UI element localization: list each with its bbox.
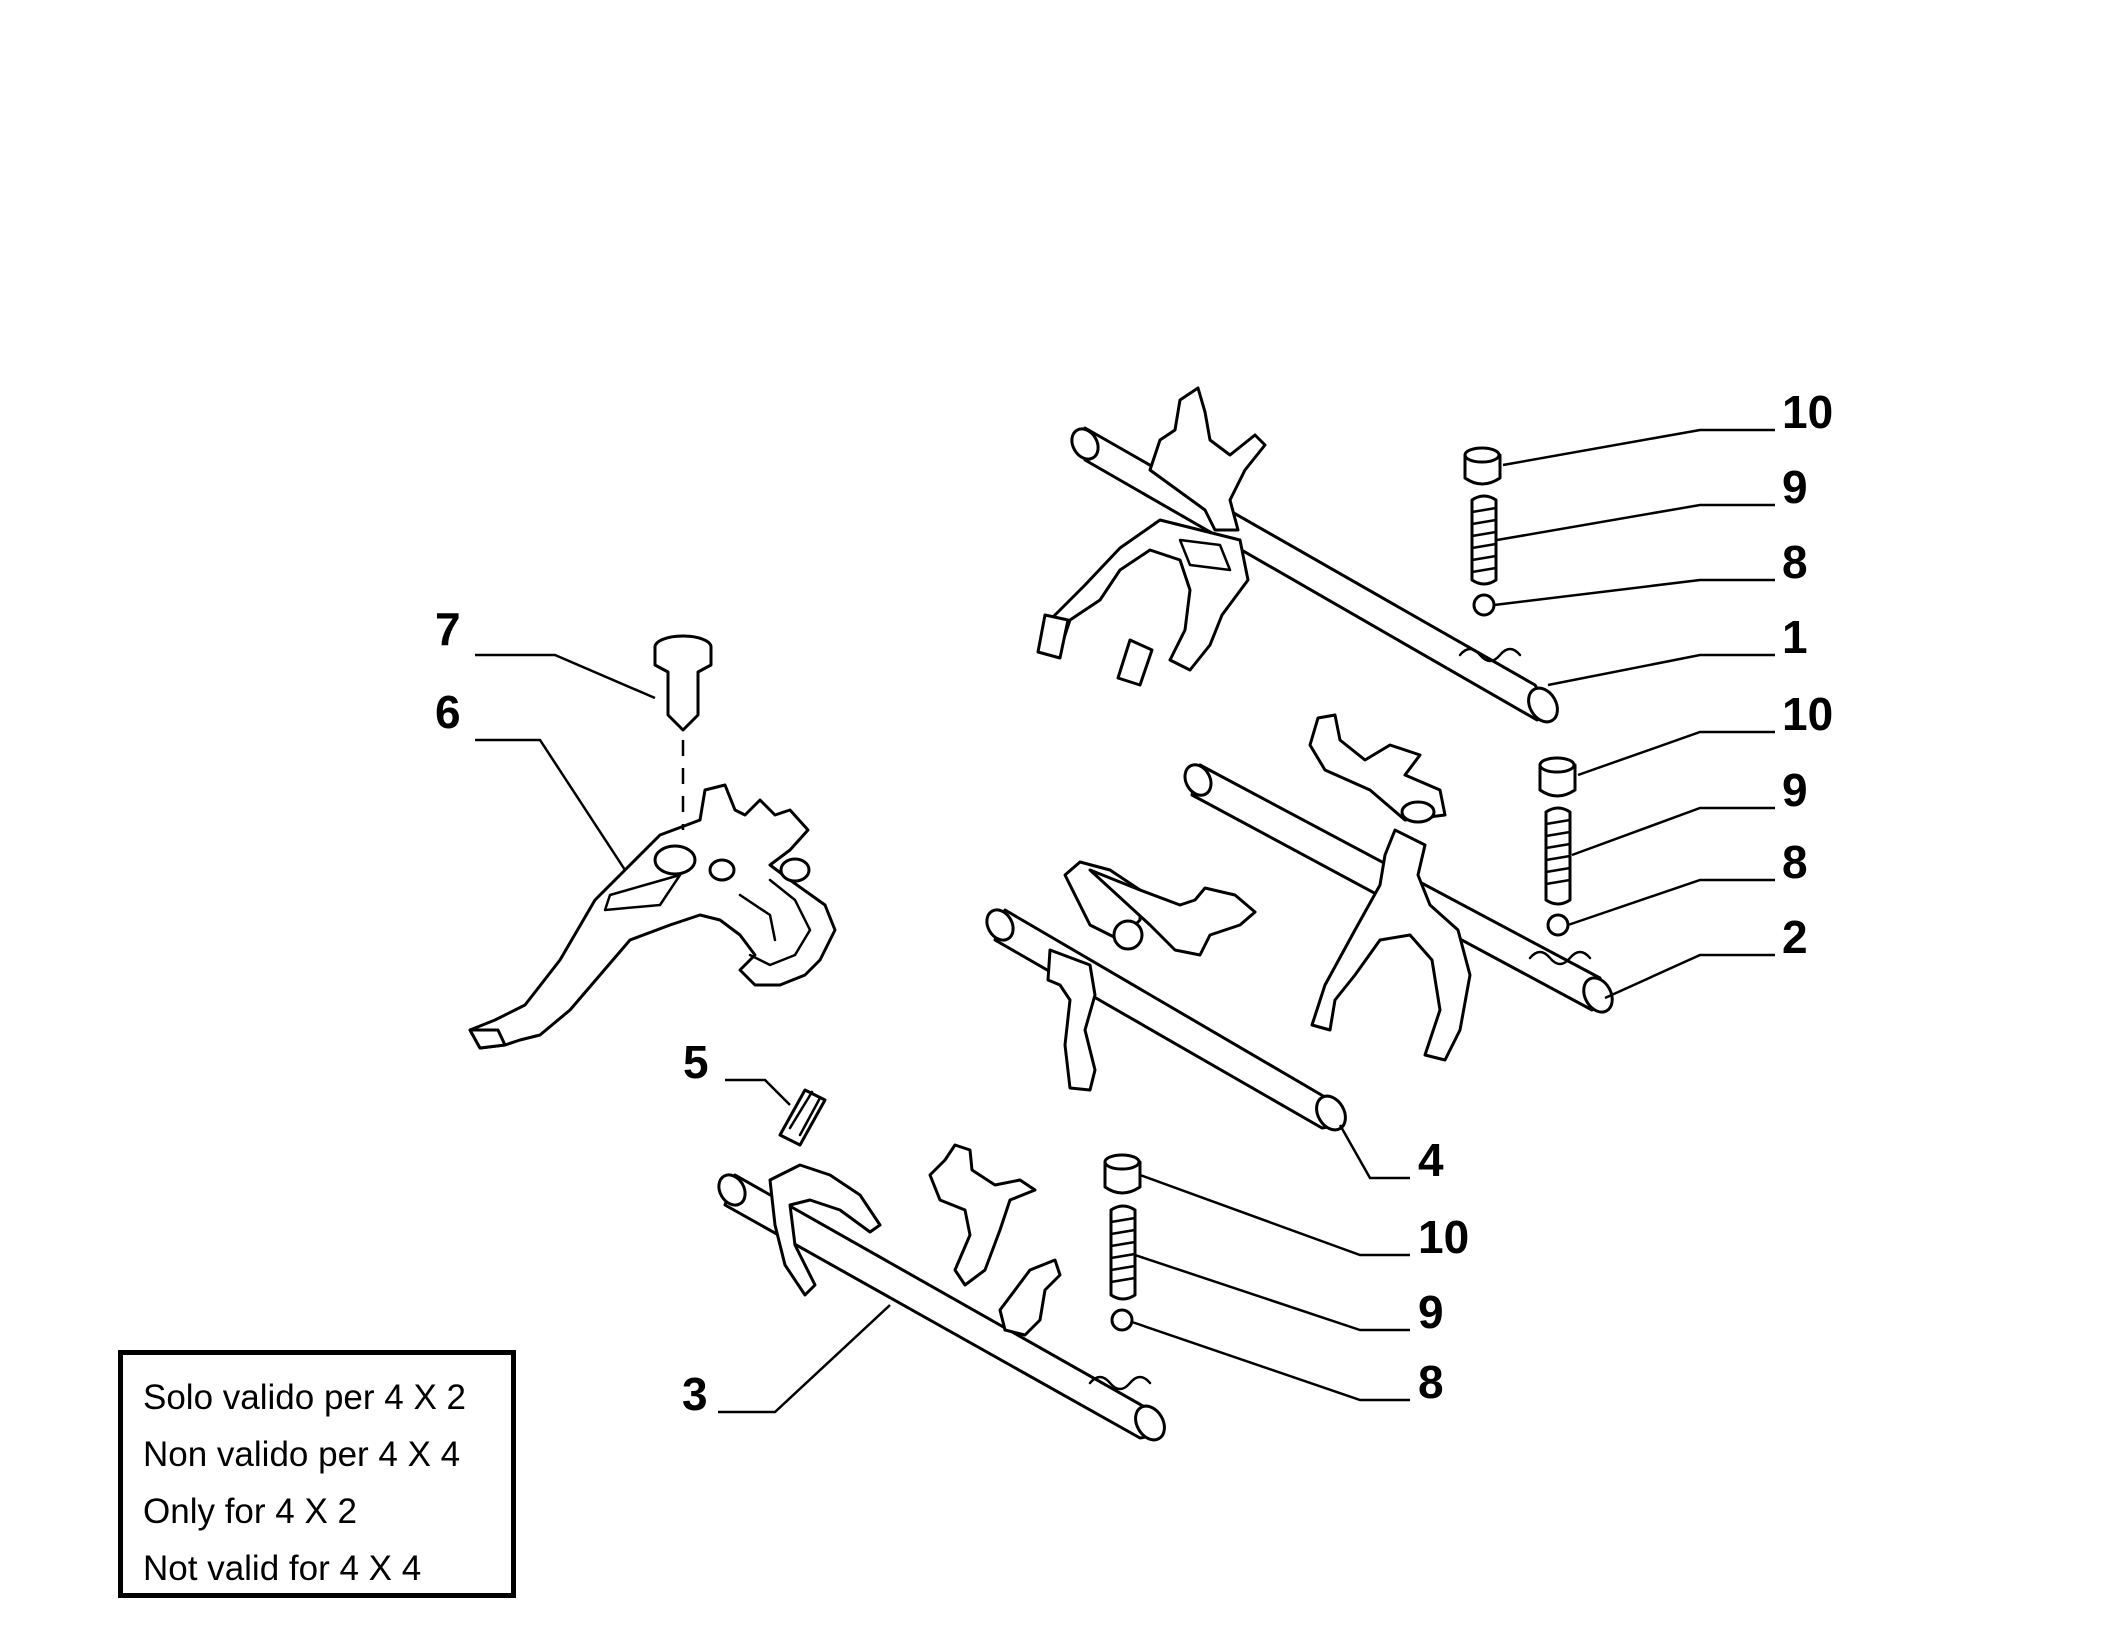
callout-3: 3 [682,1368,708,1420]
callout-10-mid: 10 [1782,688,1833,740]
leader-lines [475,428,1775,1414]
fastener-stack-top [1463,446,1502,617]
callout-1: 1 [1782,611,1808,663]
callout-4: 4 [1418,1134,1444,1186]
applicability-note-box: Solo valido per 4 X 2 Non valido per 4 X… [118,1350,516,1598]
callout-8-mid: 8 [1782,836,1808,888]
callout-10-top: 10 [1782,386,1833,438]
callout-8-bot: 8 [1418,1356,1444,1408]
callout-6: 6 [435,686,461,738]
note-line-4: Not valid for 4 X 4 [143,1549,422,1588]
callouts: 10 9 8 1 10 9 8 2 4 10 9 8 3 5 6 7 [435,386,1833,1420]
part-6-selector-lever [468,783,837,1050]
fastener-stack-middle [1538,756,1577,937]
part-3-shift-rod-assembly [717,1143,1166,1442]
note-line-1: Solo valido per 4 X 2 [143,1378,466,1417]
callout-5: 5 [683,1036,709,1088]
callout-10-bot: 10 [1418,1211,1469,1263]
part-1-shift-rod-assembly [1036,386,1559,724]
callout-2: 2 [1782,911,1808,963]
callout-8-top: 8 [1782,536,1808,588]
note-line-2: Non valido per 4 X 4 [143,1435,461,1474]
part-2-shift-rod-assembly [1183,713,1614,1062]
part-5-spring-pin [778,1088,827,1147]
callout-9-mid: 9 [1782,764,1808,816]
callout-9-top: 9 [1782,461,1808,513]
part-4-shift-rod-assembly [985,860,1347,1132]
callout-7: 7 [435,603,461,655]
note-line-3: Only for 4 X 2 [143,1492,357,1531]
fastener-stack-bottom [1103,1153,1142,1332]
callout-9-bot: 9 [1418,1286,1444,1338]
part-7-pin [653,634,713,830]
